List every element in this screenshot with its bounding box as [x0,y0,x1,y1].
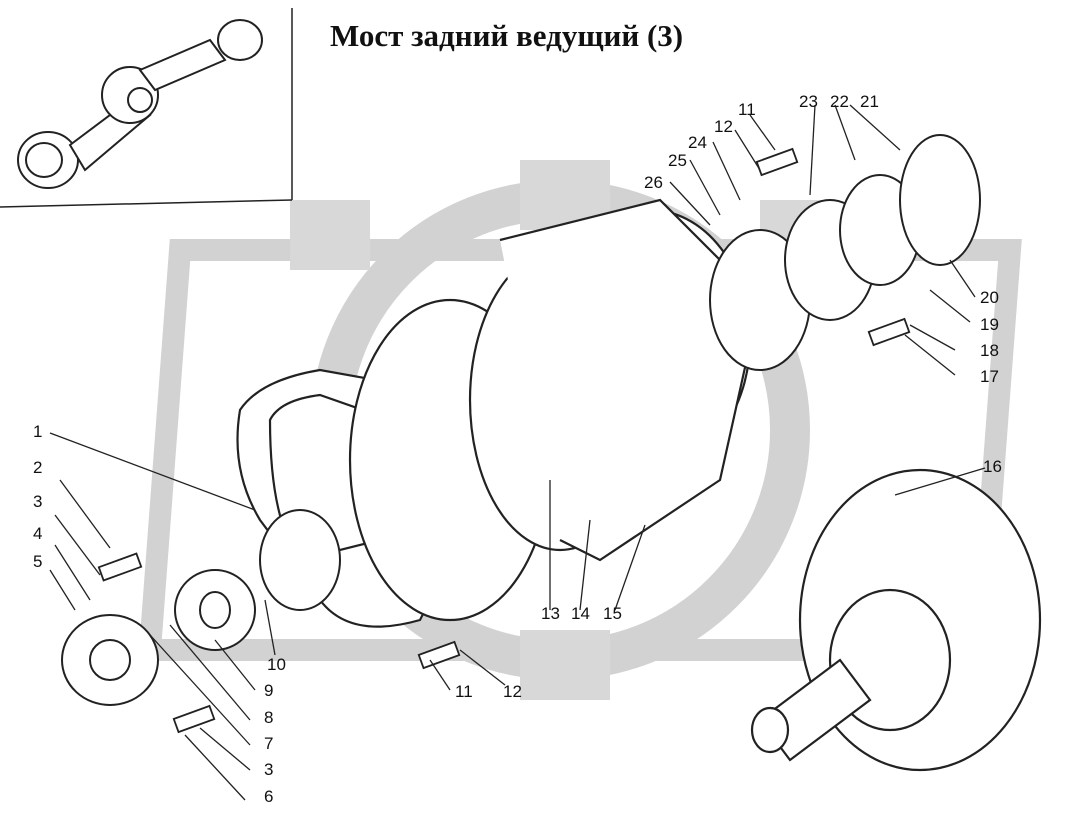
callout-label: 22 [830,92,849,111]
leader-lines [49,104,986,801]
diagram-title: Мост задний ведущий (3) [330,18,684,53]
callout-label: 17 [980,367,999,386]
wheel-drum [348,198,762,622]
axle-overview-drawing [17,19,263,189]
callout-label: 10 [267,655,286,674]
bearing-stack [709,134,981,371]
callout-label: 5 [33,552,43,571]
callout-label: 11 [455,682,473,701]
callout-label: 8 [264,708,274,727]
output-flange [750,468,1042,772]
callout-label: 12 [503,682,522,701]
callout-label: 1 [33,422,43,441]
callout-label: 16 [983,457,1002,476]
callout-label: 3 [264,760,274,779]
callout-label: 2 [33,458,43,477]
callout-label: 21 [860,92,879,111]
callout-label: 19 [980,315,999,334]
callout-label: 3 [33,492,43,511]
callout-label: 12 [714,117,733,136]
left-hub-assembly [61,509,341,706]
callout-label: 13 [541,604,560,623]
callout-label: 7 [264,734,274,753]
callout-label: 18 [980,341,999,360]
callout-label: 20 [980,288,999,307]
callout-label: 11 [738,100,756,119]
inset-frame [0,8,293,208]
callout-label: 25 [668,151,687,170]
callout-label: 26 [644,173,663,192]
callout-label: 15 [603,604,622,623]
callout-label: 23 [799,92,818,111]
callout-label: 24 [688,133,707,152]
callout-label: 9 [264,681,274,700]
callout-label: 14 [571,604,590,623]
callout-label: 4 [33,524,43,543]
callout-label: 6 [264,787,274,806]
